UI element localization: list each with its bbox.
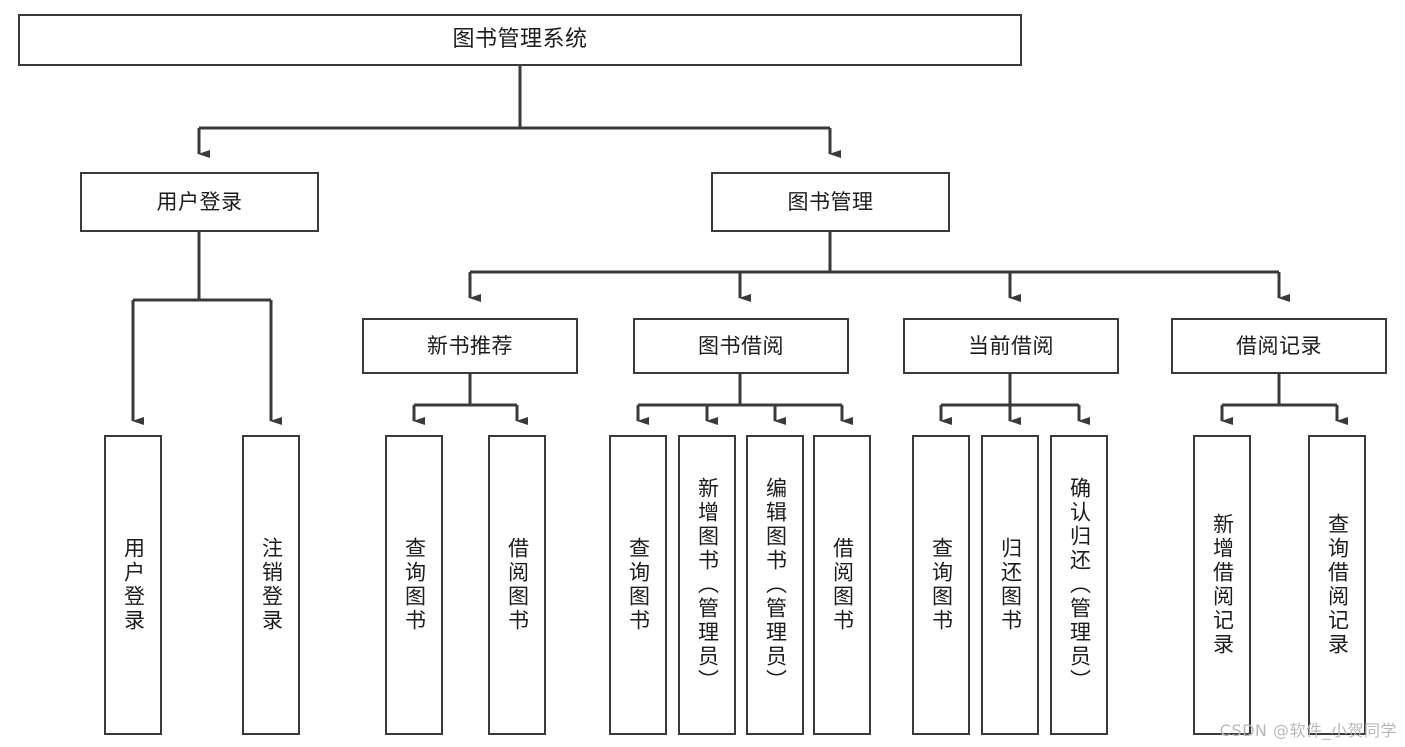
leaf-current-confirm-return-admin[interactable]: 确认归还（管理员） [1050,435,1108,735]
node-label: 新增图书（管理员） [695,477,720,693]
node-label: 查询图书 [402,537,427,633]
node-label: 借阅图书 [830,537,855,633]
node-label: 借阅图书 [505,537,530,633]
leaf-user-login-login[interactable]: 用户登录 [104,435,162,735]
node-label: 查询图书 [929,537,954,633]
node-label: 归还图书 [998,537,1023,633]
node-label: 用户登录 [156,189,243,214]
node-label: 确认归还（管理员） [1067,477,1092,693]
leaf-current-return-book[interactable]: 归还图书 [981,435,1039,735]
node-book-management[interactable]: 图书管理 [711,172,950,232]
leaf-recommend-query-book[interactable]: 查询图书 [385,435,443,735]
leaf-borrow-borrow-book[interactable]: 借阅图书 [813,435,871,735]
leaf-record-query-record[interactable]: 查询借阅记录 [1308,435,1366,735]
node-label: 图书管理 [787,189,874,214]
node-label: 图书借阅 [698,333,784,358]
node-book-borrow[interactable]: 图书借阅 [633,318,849,374]
node-borrow-record[interactable]: 借阅记录 [1171,318,1387,374]
node-label: 借阅记录 [1236,333,1322,358]
csdn-watermark: CSDN @软件_小贺同学 [1219,721,1397,740]
leaf-borrow-add-book-admin[interactable]: 新增图书（管理员） [678,435,736,735]
node-label: 用户登录 [121,537,146,633]
node-label: 查询图书 [626,537,651,633]
leaf-record-add-record[interactable]: 新增借阅记录 [1193,435,1251,735]
node-current-borrow[interactable]: 当前借阅 [903,318,1119,374]
node-label: 编辑图书（管理员） [763,477,788,693]
node-user-login[interactable]: 用户登录 [80,172,319,232]
node-label: 图书管理系统 [452,27,588,53]
leaf-current-query-book[interactable]: 查询图书 [912,435,970,735]
node-label: 新增借阅记录 [1210,513,1235,657]
leaf-user-login-logout[interactable]: 注销登录 [242,435,300,735]
leaf-borrow-edit-book-admin[interactable]: 编辑图书（管理员） [746,435,804,735]
node-label: 当前借阅 [968,333,1054,358]
node-label: 新书推荐 [427,333,513,358]
leaf-borrow-query-book[interactable]: 查询图书 [609,435,667,735]
node-label: 注销登录 [259,537,284,633]
node-label: 查询借阅记录 [1325,513,1350,657]
node-root-system[interactable]: 图书管理系统 [18,14,1022,66]
node-new-book-recommend[interactable]: 新书推荐 [362,318,578,374]
leaf-recommend-borrow-book[interactable]: 借阅图书 [488,435,546,735]
